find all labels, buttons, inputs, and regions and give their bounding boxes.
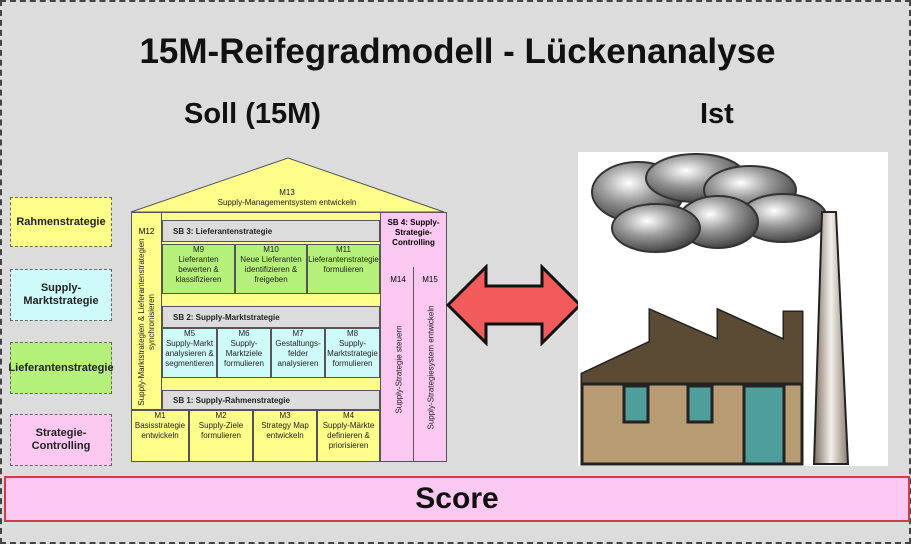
m11-label: Lieferantenstrategie formulieren xyxy=(308,255,379,274)
m4-module: M4 Supply-Märkte definieren & priorisier… xyxy=(317,410,380,462)
side-label-rahmenstrategie: Rahmenstrategie xyxy=(10,197,112,247)
ist-label: Ist xyxy=(700,98,734,130)
m8-module: M8 Supply-Marktstrategie formulieren xyxy=(325,328,380,378)
m4-code: M4 xyxy=(342,411,355,420)
m2-code: M2 xyxy=(215,411,227,420)
m2-module: M2 Supply-Ziele formulieren xyxy=(189,410,253,462)
side-label-strategie-controlling: Strategie-Controlling xyxy=(10,414,112,466)
m4-label: Supply-Märkte definieren & priorisieren xyxy=(322,421,375,450)
m13-code: M13 xyxy=(279,188,295,197)
m12-label: Supply-Marktstrategien & Lieferantenstra… xyxy=(137,238,156,406)
m14-label: Supply-Strategie steuern xyxy=(394,325,404,414)
m10-module: M10 Neue Lieferanten identifizieren & fr… xyxy=(235,244,307,294)
m11-module: M11 Lieferantenstrategie formulieren xyxy=(307,244,380,294)
m5-code: M5 xyxy=(183,329,196,338)
side-label-supply-marktstrategie: Supply-Marktstrategie xyxy=(10,269,112,321)
sb4-divider xyxy=(413,267,414,461)
m10-code: M10 xyxy=(263,245,279,254)
m14-code: M14 xyxy=(390,275,406,284)
soll-label: Soll (15M) xyxy=(184,98,321,130)
m7-label: Gestaltungs-felder analysieren xyxy=(275,339,321,368)
m2-label: Supply-Ziele formulieren xyxy=(198,421,244,440)
double-arrow-icon xyxy=(446,264,582,346)
sb2-header: SB 2: Supply-Marktstrategie xyxy=(162,306,380,328)
m1-code: M1 xyxy=(154,411,166,420)
side-label-lieferantenstrategie: Lieferantenstrategie xyxy=(8,342,114,394)
page-title: 15M-Reifegradmodell - Lückenanalyse xyxy=(139,32,776,71)
m3-code: M3 xyxy=(279,411,291,420)
m6-module: M6 Supply-Marktziele formulieren xyxy=(217,328,271,378)
sb4-header: SB 4: Supply-Strategie-Controlling xyxy=(387,218,440,247)
factory-icon xyxy=(578,152,888,466)
m13-label: Supply-Managementsystem entwickeln xyxy=(217,198,357,207)
m6-label: Supply-Marktziele formulieren xyxy=(223,339,264,368)
m11-code: M11 xyxy=(336,245,351,254)
m3-module: M3 Strategy Map entwickeln xyxy=(253,410,317,462)
m8-code: M8 xyxy=(346,329,359,338)
score-bar: Score xyxy=(4,476,910,522)
m10-label: Neue Lieferanten identifizieren & freige… xyxy=(240,255,302,284)
m3-label: Strategy Map entwickeln xyxy=(261,421,309,440)
sb3-header: SB 3: Lieferantenstrategie xyxy=(162,220,380,242)
m1-label: Basisstrategie entwickeln xyxy=(134,421,186,440)
m15-label: Supply-Strategiesystem entwickeln xyxy=(426,305,436,430)
m7-module: M7 Gestaltungs-felder analysieren xyxy=(271,328,325,378)
m5-label: Supply-Markt analysieren & segmentieren xyxy=(165,339,214,368)
m5-module: M5 Supply-Markt analysieren & segmentier… xyxy=(162,328,217,378)
m7-code: M7 xyxy=(292,329,304,338)
m9-module: M9 Lieferanten bewerten & klassifizieren xyxy=(162,244,235,294)
m12-column: M12 xyxy=(131,212,162,410)
m15-code: M15 xyxy=(422,275,438,284)
m8-label: Supply-Marktstrategie formulieren xyxy=(327,339,378,368)
m13-module: M13 Supply-Managementsystem entwickeln xyxy=(162,188,412,208)
m9-label: Lieferanten bewerten & klassifizieren xyxy=(175,255,222,284)
m6-code: M6 xyxy=(238,329,250,338)
m9-code: M9 xyxy=(192,245,205,254)
sb4-column: SB 4: Supply-Strategie-Controlling M14 M… xyxy=(380,212,447,462)
sb1-header: SB 1: Supply-Rahmenstrategie xyxy=(162,390,380,410)
m1-module: M1 Basisstrategie entwickeln xyxy=(131,410,189,462)
m12-code: M12 xyxy=(138,227,155,236)
